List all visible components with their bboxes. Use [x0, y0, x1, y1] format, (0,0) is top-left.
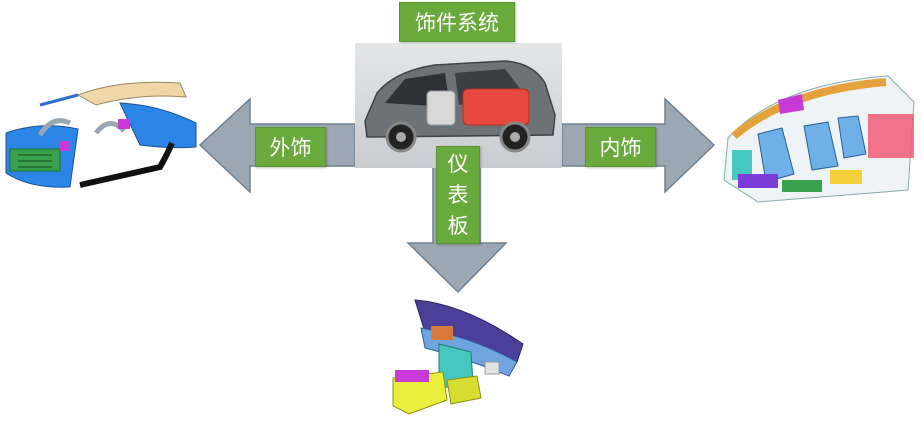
instrument-panel-char: 表: [447, 182, 469, 207]
interior-trim-parts-icon: [723, 75, 915, 203]
interior-trim-label: 内饰: [585, 127, 656, 167]
instrument-panel-icon: [392, 299, 524, 415]
exterior-trim-text: 外饰: [269, 136, 312, 160]
title-label: 饰件系统: [399, 2, 515, 42]
title-text: 饰件系统: [415, 11, 499, 35]
exterior-trim-label: 外饰: [255, 127, 326, 167]
exterior-trim-parts-icon: [5, 81, 197, 188]
interior-trim-text: 内饰: [599, 136, 642, 160]
instrument-panel-char: 板: [447, 213, 469, 238]
car-cutaway-icon: [364, 60, 556, 153]
instrument-panel-label: 仪 表 板: [436, 146, 480, 244]
instrument-panel-char: 仪: [447, 151, 469, 176]
center-car-image: [355, 43, 562, 168]
